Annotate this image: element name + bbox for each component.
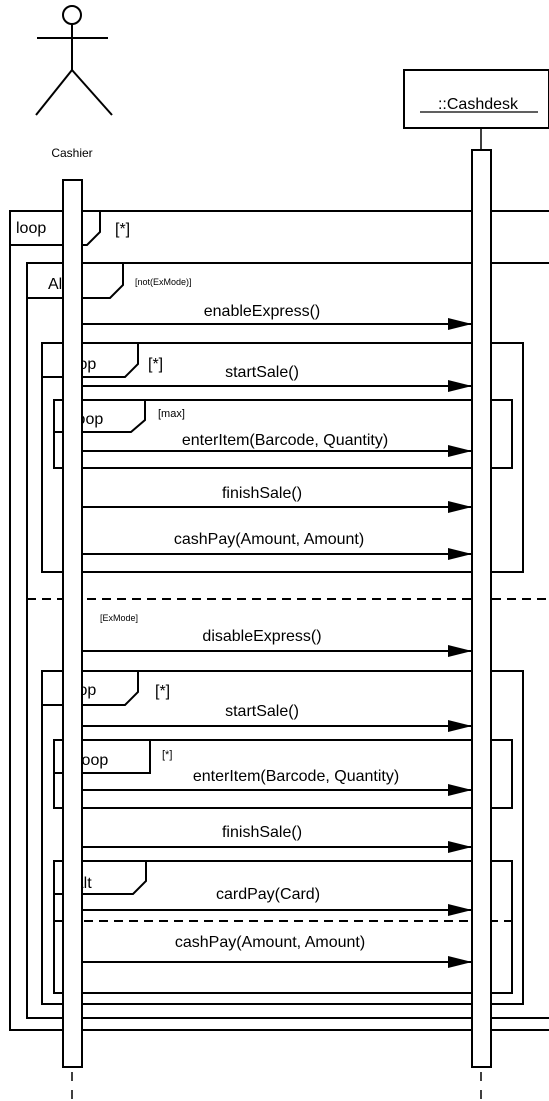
alt-main-guard-1: [not(ExMode)] [135, 277, 192, 287]
actor-head [62, 5, 82, 25]
message-finish-sale: finishSale() [82, 824, 472, 853]
message-enable-express: enableExpress() [82, 303, 472, 330]
outer-loop-frame: loop [*] [9, 210, 549, 1031]
actor-label: Cashier [51, 146, 92, 160]
message-enter-item: enterItem(Barcode, Quantity) [82, 432, 472, 457]
branch2-loop-tab [42, 671, 139, 706]
branch1-inner-loop-border [53, 399, 513, 469]
outer-loop-operator: loop [16, 220, 46, 237]
message-finish-sale: finishSale() [82, 485, 472, 513]
branch2-alt-frame: Alt [53, 860, 513, 994]
message-label: startSale() [225, 364, 299, 381]
message-label: cardPay(Card) [216, 886, 320, 903]
branch1-loop-border [41, 342, 524, 573]
branch2-alt-tab [54, 861, 147, 895]
cashier-actor: Cashier [35, 5, 113, 160]
outer-loop-border [9, 210, 549, 1031]
message-label: enterItem(Barcode, Quantity) [182, 432, 388, 449]
actor-right-leg [71, 69, 113, 116]
message-label: cashPay(Amount, Amount) [175, 934, 365, 951]
branch1-inner-loop-tab [54, 400, 146, 433]
message-label: disableExpress() [202, 628, 321, 645]
branch1-loop-tab [42, 343, 139, 378]
actor-left-leg [35, 69, 73, 116]
message-card-pay: cardPay(Card) [82, 886, 472, 916]
branch2-inner-loop-operator: loop [78, 752, 108, 769]
branch1-loop-guard: [*] [148, 356, 163, 373]
branch2-inner-loop-frame: loop [*] [53, 739, 513, 809]
alt-main-border [26, 262, 549, 1019]
message-cash-pay: cashPay(Amount, Amount) [82, 531, 472, 560]
branch2-inner-loop-tab [54, 740, 151, 774]
message-start-sale: startSale() [82, 703, 472, 732]
alt-main-guard-2: [ExMode] [100, 613, 138, 623]
message-label: enterItem(Barcode, Quantity) [193, 768, 399, 785]
message-cash-pay: cashPay(Amount, Amount) [82, 934, 472, 968]
message-disable-express: disableExpress() [82, 628, 472, 657]
cashier-activation-bar [62, 179, 83, 1068]
outer-loop-tab [10, 211, 101, 246]
message-label: finishSale() [222, 824, 302, 841]
branch2-loop-guard: [*] [155, 683, 170, 700]
object-label: ::Cashdesk [438, 96, 519, 113]
branch1-inner-loop-guard: [max] [158, 408, 185, 420]
message-label: cashPay(Amount, Amount) [174, 531, 364, 548]
message-label: enableExpress() [204, 303, 321, 320]
branch2-inner-loop-guard: [*] [162, 749, 172, 761]
cashdesk-object: ::Cashdesk [403, 69, 549, 129]
outer-loop-guard: [*] [115, 221, 130, 238]
cashdesk-activation-bar [471, 149, 492, 1068]
branch2-loop-border [41, 670, 524, 1005]
message-label: finishSale() [222, 485, 302, 502]
message-start-sale: startSale() [82, 364, 472, 392]
message-enter-item: enterItem(Barcode, Quantity) [82, 768, 472, 796]
object-box [403, 69, 549, 129]
branch2-alt-border [53, 860, 513, 994]
message-label: startSale() [225, 703, 299, 720]
